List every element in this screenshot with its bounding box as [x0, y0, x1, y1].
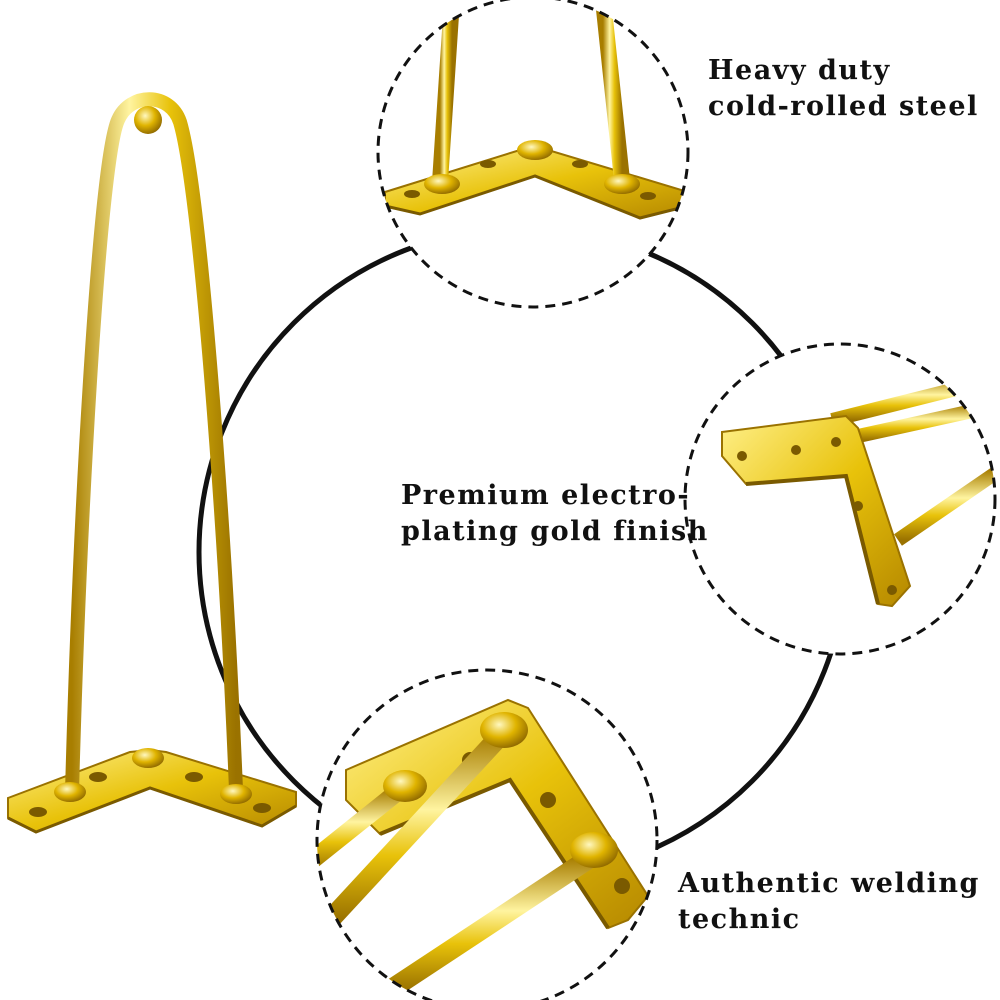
- callout-finish: Premium electro- plating gold finish: [401, 478, 709, 550]
- callout-finish-line2: plating gold finish: [401, 516, 709, 547]
- callout-welding-line2: technic: [678, 904, 801, 935]
- zoom-top-border: [376, 0, 690, 309]
- hairpin-leg-icon: [7, 92, 297, 834]
- callout-steel-line2: cold-rolled steel: [708, 91, 979, 122]
- zoom-right-closeup: [685, 344, 995, 654]
- callout-steel: Heavy duty cold-rolled steel: [708, 53, 979, 125]
- zoom-bottom-closeup: [317, 670, 657, 1000]
- callout-welding: Authentic welding technic: [678, 866, 980, 938]
- callout-finish-line1: Premium electro-: [401, 480, 691, 511]
- zoom-top-closeup: [378, 0, 688, 307]
- zoom-bottom-border: [315, 668, 659, 1000]
- zoom-right-border: [683, 342, 997, 656]
- callout-steel-line1: Heavy duty: [708, 55, 891, 86]
- callout-welding-line1: Authentic welding: [678, 868, 980, 899]
